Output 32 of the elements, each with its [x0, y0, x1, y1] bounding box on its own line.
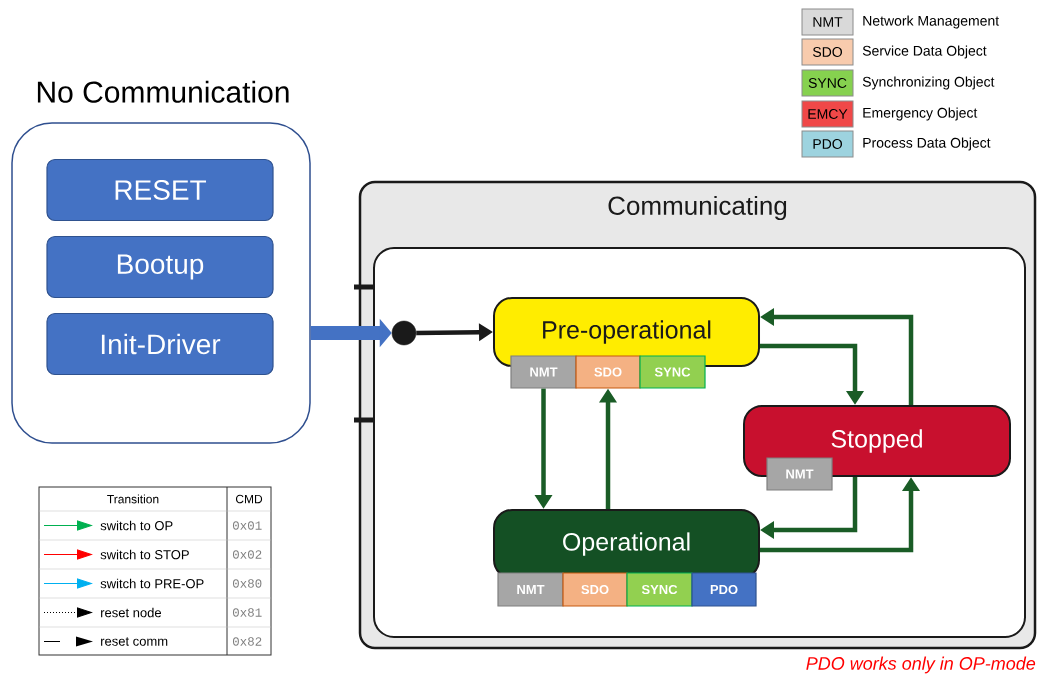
note: PDO works only in OP-mode — [806, 656, 1036, 674]
column-header: Transition — [107, 494, 159, 504]
service-tag: SDO — [562, 572, 628, 607]
legend-label: reset comm — [101, 637, 168, 646]
step-box: Bootup — [46, 235, 274, 299]
legend-label: Synchronizing Object — [862, 76, 995, 90]
legend-label: Process Data Object — [863, 137, 991, 151]
service-tag: SYNC — [639, 355, 706, 389]
step-box: RESET — [46, 158, 274, 222]
service-tag: NMT — [497, 572, 564, 607]
step-box: Init-Driver — [46, 312, 274, 376]
legend-label: Network Management — [863, 15, 1000, 29]
legend-label: Emergency Object — [863, 107, 978, 121]
initial-dot — [391, 320, 417, 346]
command-code: 0x81 — [232, 608, 262, 617]
command-code: 0x80 — [232, 579, 262, 588]
command-code: 0x01 — [232, 521, 262, 530]
legend-label: switch to STOP — [100, 549, 189, 560]
legend-label: switch to PRE-OP — [100, 578, 204, 589]
service-tag: SDO — [575, 355, 641, 389]
state-box: Operational — [493, 509, 760, 579]
service-tag: SYNC — [626, 572, 693, 607]
command-code: 0x82 — [232, 637, 262, 646]
legend-label: Service Data Object — [862, 45, 987, 59]
service-tag: PDO — [691, 572, 757, 607]
legend-label: switch to OP — [100, 520, 173, 531]
legend-label: reset node — [101, 607, 162, 618]
service-tag: NMT — [766, 457, 833, 491]
node-label: No Communication — [37, 80, 289, 103]
column-header: CMD — [235, 494, 263, 504]
command-code: 0x02 — [232, 550, 262, 559]
service-tag: NMT — [510, 355, 577, 389]
